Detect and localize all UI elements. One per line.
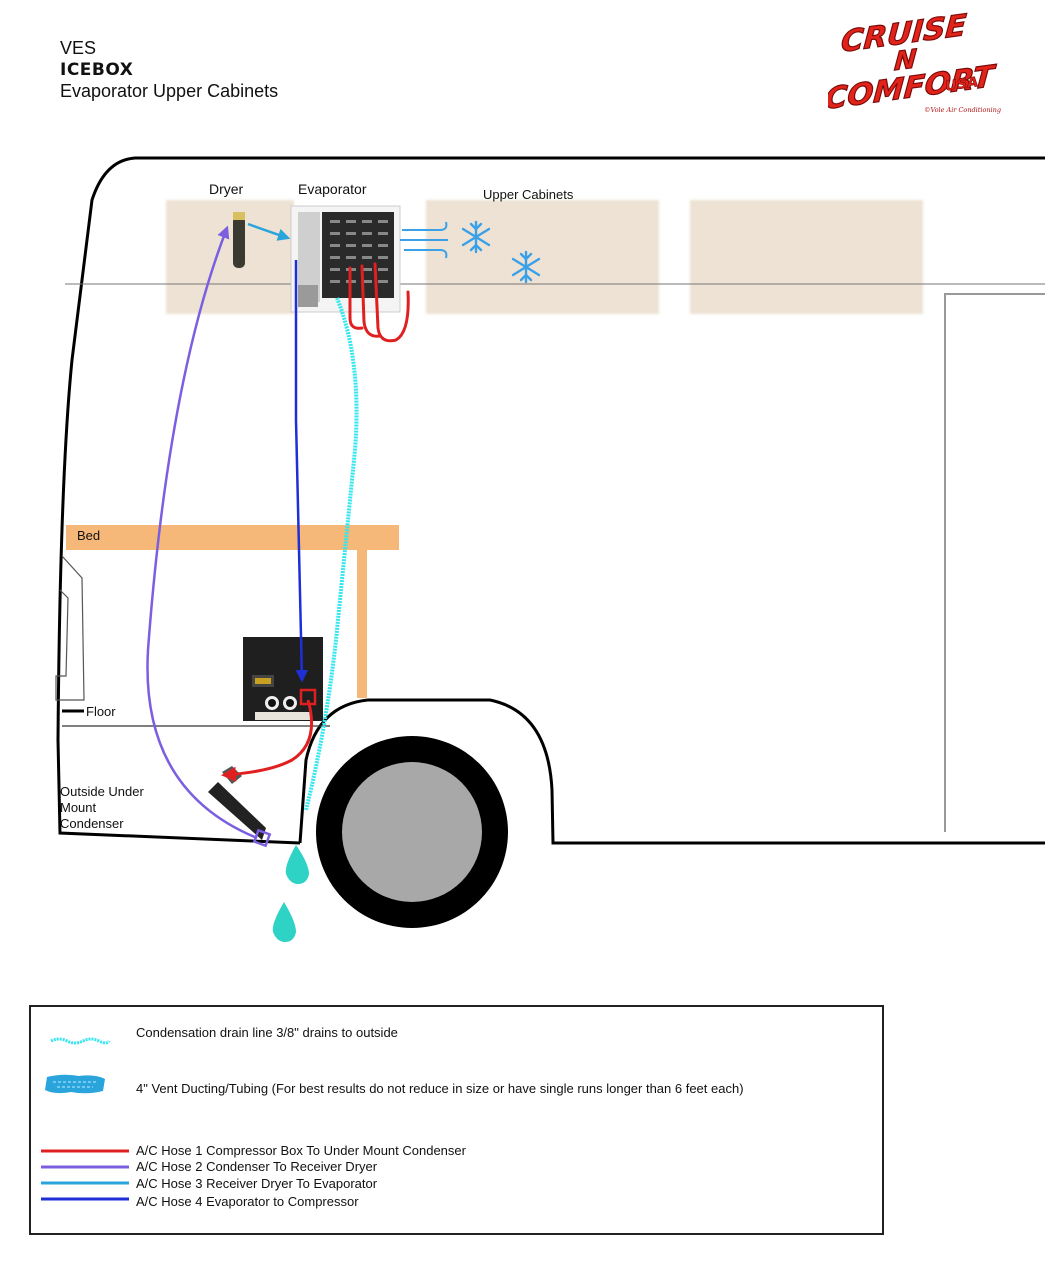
water-droplet-icon-1	[285, 845, 309, 884]
condensation-drain-line	[304, 297, 359, 811]
hose-2-condenser-to-dryer	[146, 225, 258, 840]
entry-door	[55, 555, 85, 701]
label-condenser: Outside Under Mount Condenser	[60, 784, 144, 831]
header-ves: VES	[60, 38, 97, 58]
cabinet-middle	[426, 200, 659, 314]
cabinet-right	[690, 200, 923, 314]
legend-vent-swatch	[45, 1074, 105, 1094]
label-dryer: Dryer	[209, 181, 244, 197]
hose-1-compressor-to-condenser	[221, 699, 314, 782]
receiver-dryer	[233, 212, 245, 268]
legend-hose-3-text: A/C Hose 3 Receiver Dryer To Evaporator	[136, 1176, 378, 1191]
under-mount-condenser	[208, 766, 272, 848]
logo-graphic: CRUISE N COMFORT USA ©Vole Air Condition…	[823, 8, 1014, 118]
evaporator-unit	[290, 205, 401, 313]
water-droplet-icon-2	[272, 902, 296, 942]
heater-coils	[348, 262, 410, 343]
legend-hose-4-text: A/C Hose 4 Evaporator to Compressor	[136, 1194, 359, 1209]
cruise-n-comfort-logo: CRUISE N COMFORT USA ©Vole Air Condition…	[823, 8, 1014, 118]
label-evaporator: Evaporator	[298, 181, 367, 197]
hose-3-dryer-to-evaporator	[247, 222, 291, 241]
legend-vent-text: 4" Vent Ducting/Tubing (For best results…	[136, 1081, 744, 1096]
legend-drain-text: Condensation drain line 3/8" drains to o…	[136, 1025, 398, 1040]
header-subtitle: Evaporator Upper Cabinets	[60, 81, 279, 101]
legend-drain-swatch	[50, 1037, 111, 1045]
logo-tagline: ©Vole Air Conditioning Co.	[924, 106, 1003, 114]
logo-suffix: USA	[945, 74, 979, 94]
label-bed: Bed	[77, 528, 101, 543]
snowflake-icon-2	[511, 250, 541, 284]
legend-hose-1-text: A/C Hose 1 Compressor Box To Under Mount…	[136, 1143, 466, 1158]
wheel-well	[298, 698, 1045, 845]
rv-body-outline	[56, 156, 1045, 845]
wheel-hub	[342, 762, 482, 902]
cabinet-left	[166, 200, 294, 314]
legend-hose-2-text: A/C Hose 2 Condenser To Receiver Dryer	[136, 1159, 378, 1174]
airflow-icon	[400, 221, 448, 259]
side-door	[944, 293, 1045, 832]
label-floor: Floor	[86, 704, 116, 719]
legend-box: Condensation drain line 3/8" drains to o…	[29, 1005, 884, 1235]
legend-hose-swatches	[41, 1149, 129, 1201]
hose-4-evaporator-to-compressor	[294, 260, 309, 683]
rv-diagram	[55, 156, 1045, 942]
snowflake-icon-1	[461, 220, 491, 254]
bed-leg	[357, 550, 367, 698]
label-upper-cabinets: Upper Cabinets	[483, 187, 574, 202]
logo-line2: N	[893, 45, 917, 77]
header-icebox: ICEBOX	[60, 60, 134, 80]
